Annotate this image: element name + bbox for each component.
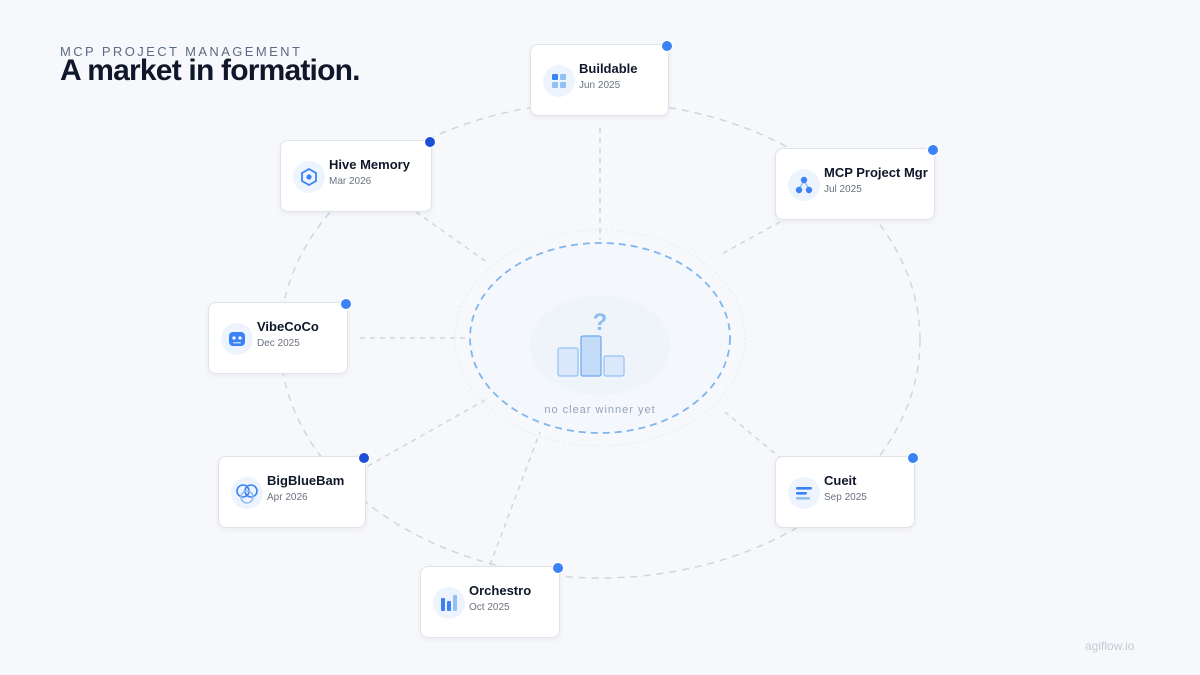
product-date: Sep 2025 <box>824 492 867 503</box>
page-title: A market in formation. <box>60 54 360 87</box>
podium-icon <box>557 335 625 377</box>
status-dot <box>340 298 352 310</box>
lines-icon <box>788 477 820 509</box>
spoke-bigbluebam <box>367 399 486 467</box>
product-name: Orchestro <box>469 583 532 598</box>
spoke-hive-memory <box>415 211 489 264</box>
center-label: no clear winner yet <box>544 404 656 416</box>
product-date: Apr 2026 <box>267 492 308 503</box>
product-date: Jul 2025 <box>824 184 862 195</box>
status-dot <box>661 40 673 52</box>
center-halo <box>454 229 746 447</box>
status-dot <box>358 452 370 464</box>
product-card-bigbluebam[interactable]: BigBlueBam Apr 2026 <box>218 452 370 528</box>
status-dot <box>907 452 919 464</box>
product-name: MCP Project Mgr <box>824 165 928 180</box>
outer-orbit <box>279 101 921 579</box>
product-card-vibecoco[interactable]: VibeCoCo Dec 2025 <box>208 298 352 374</box>
product-date: Dec 2025 <box>257 338 300 349</box>
eyebrow-label: MCP PROJECT MANAGEMENT <box>60 44 303 59</box>
circles-icon <box>231 477 263 509</box>
product-card-buildable[interactable]: Buildable Jun 2025 <box>530 40 673 116</box>
watermark: agiflow.io <box>1085 639 1135 653</box>
hexagon-icon <box>293 161 325 193</box>
product-card-hive-memory[interactable]: Hive Memory Mar 2026 <box>280 136 436 212</box>
product-date: Mar 2026 <box>329 176 372 187</box>
product-card-cueit[interactable]: Cueit Sep 2025 <box>775 452 919 528</box>
status-dot <box>552 562 564 574</box>
product-date: Jun 2025 <box>579 80 621 91</box>
bars-icon <box>433 587 465 619</box>
product-name: Buildable <box>579 61 638 76</box>
nodes-icon <box>788 169 820 201</box>
question-mark: ? <box>593 309 608 336</box>
product-name: Hive Memory <box>329 157 410 172</box>
product-date: Oct 2025 <box>469 602 510 613</box>
status-dot <box>927 144 939 156</box>
product-name: Cueit <box>824 473 857 488</box>
grid-icon <box>543 65 575 97</box>
product-name: BigBlueBam <box>267 473 345 488</box>
status-dot <box>424 136 436 148</box>
spoke-mcp-project-mgr <box>717 221 781 257</box>
product-card-orchestro[interactable]: Orchestro Oct 2025 <box>420 562 564 638</box>
robot-icon <box>221 323 253 355</box>
product-card-mcp-project-mgr[interactable]: MCP Project Mgr Jul 2025 <box>775 144 939 220</box>
spoke-orchestro <box>489 431 541 566</box>
product-name: VibeCoCo <box>257 319 319 334</box>
